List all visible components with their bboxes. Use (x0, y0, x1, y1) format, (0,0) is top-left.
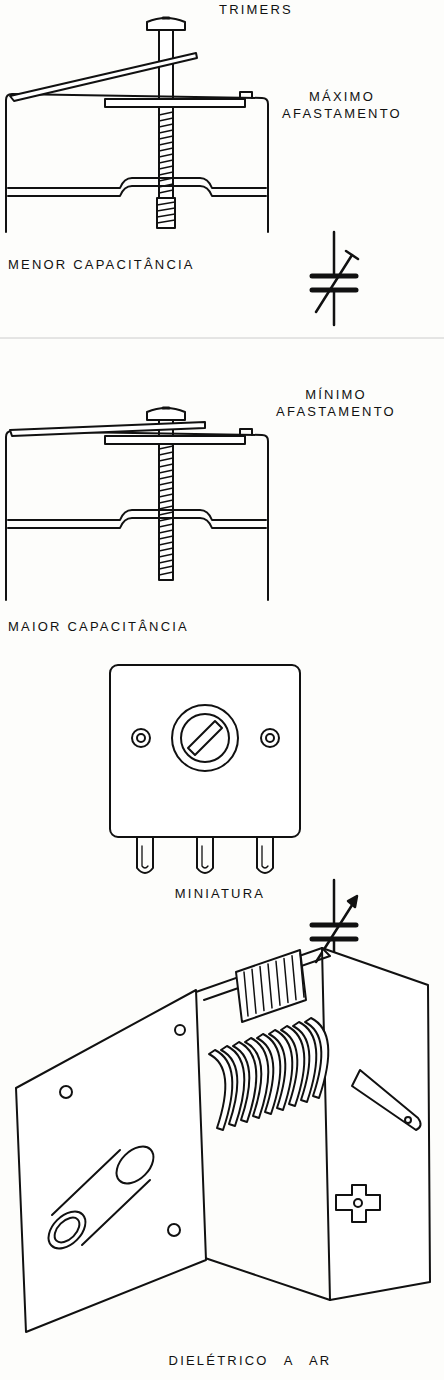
stroke (159, 446, 173, 449)
stroke (292, 956, 296, 1000)
stroke (159, 572, 173, 575)
stroke (159, 494, 173, 497)
stroke (159, 124, 173, 127)
stroke (159, 482, 173, 485)
stroke (159, 118, 173, 121)
stroke (276, 961, 280, 1005)
plate (293, 1022, 316, 1102)
stroke (157, 214, 175, 217)
plate (305, 1018, 328, 1098)
stroke (159, 464, 173, 467)
plate (233, 1042, 256, 1122)
stroke (159, 160, 173, 163)
plate (209, 1050, 232, 1130)
stroke (159, 566, 173, 569)
plate (281, 1026, 304, 1106)
stroke (159, 166, 173, 169)
stroke (268, 964, 272, 1008)
stroke (159, 506, 173, 509)
stroke (159, 512, 173, 515)
stroke (159, 130, 173, 133)
stroke (159, 536, 173, 539)
stroke (159, 470, 173, 473)
note-label: MÁXIMO AFASTAMENTO (272, 88, 412, 122)
plate (245, 1038, 268, 1118)
stroke (252, 969, 256, 1013)
part-label: DIELÉTRICO A AR (120, 1352, 380, 1369)
stroke (159, 148, 173, 151)
stroke (157, 220, 175, 223)
stroke (159, 524, 173, 527)
air-variable-capacitor (16, 948, 430, 1332)
part-label: MINIATURA (140, 885, 300, 902)
trimmer-symbol (312, 232, 358, 325)
stroke (300, 953, 304, 997)
plate (257, 1034, 280, 1114)
stroke (159, 458, 173, 461)
stroke (159, 112, 173, 115)
stroke (159, 530, 173, 533)
stroke (159, 542, 173, 545)
miniature-trimmer (110, 665, 300, 873)
trimmer-min (6, 408, 268, 600)
stroke (159, 172, 173, 175)
caption-label: MAIOR CAPACITÂNCIA (8, 618, 268, 635)
stroke (159, 548, 173, 551)
stroke (244, 972, 248, 1016)
stroke (159, 190, 173, 193)
stroke (284, 959, 288, 1003)
stroke (159, 554, 173, 557)
stroke (159, 136, 173, 139)
heading: TRIMERS (196, 1, 316, 18)
trimmer-max (6, 18, 268, 232)
stroke (159, 476, 173, 479)
plate (269, 1030, 292, 1110)
stroke (159, 452, 173, 455)
caption-label: MENOR CAPACITÂNCIA (8, 256, 268, 273)
stroke (159, 154, 173, 157)
stroke (159, 500, 173, 503)
stroke (157, 208, 175, 211)
note-label: MÍNIMO AFASTAMENTO (266, 386, 406, 420)
plate (221, 1046, 244, 1126)
stroke (159, 560, 173, 563)
stroke (157, 202, 175, 205)
stroke (159, 142, 173, 145)
stroke (159, 488, 173, 491)
stroke (260, 967, 264, 1011)
